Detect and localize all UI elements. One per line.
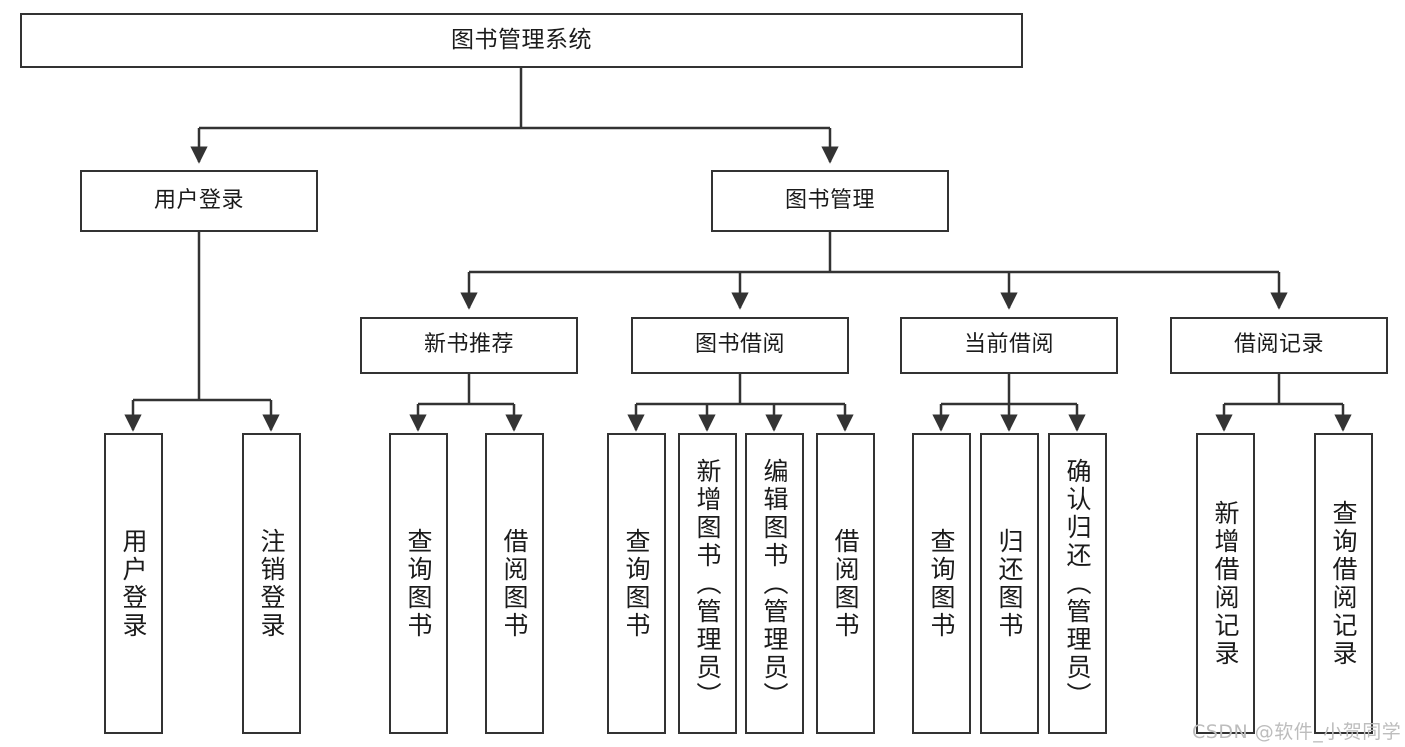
node-new-book-recommend[interactable]: 新书推荐 xyxy=(360,317,578,374)
leaf-user-login-label: 用户登录 xyxy=(119,527,148,640)
node-new-book-recommend-label: 新书推荐 xyxy=(423,332,514,358)
node-book-manage-label: 图书管理 xyxy=(784,187,875,213)
node-book-borrow[interactable]: 图书借阅 xyxy=(631,317,849,374)
leaf-bb-query-book[interactable]: 查询图书 xyxy=(607,433,666,734)
leaf-logout-label: 注销登录 xyxy=(257,527,286,640)
leaf-cb-query-book-label: 查询图书 xyxy=(927,527,956,640)
leaf-bb-edit-book[interactable]: 编辑图书（管理员） xyxy=(745,433,804,734)
node-current-borrow[interactable]: 当前借阅 xyxy=(900,317,1118,374)
leaf-cb-confirm-return[interactable]: 确认归还（管理员） xyxy=(1048,433,1107,734)
node-borrow-record[interactable]: 借阅记录 xyxy=(1170,317,1388,374)
csdn-watermark: CSDN @软件_小贺同学 xyxy=(1192,721,1402,743)
node-user-login-label: 用户登录 xyxy=(153,187,244,213)
leaf-nb-query-book-label: 查询图书 xyxy=(404,527,433,640)
leaf-bb-borrow-book-label: 借阅图书 xyxy=(831,527,860,640)
leaf-cb-query-book[interactable]: 查询图书 xyxy=(912,433,971,734)
leaf-bb-add-book[interactable]: 新增图书（管理员） xyxy=(678,433,737,734)
leaf-nb-borrow-book[interactable]: 借阅图书 xyxy=(485,433,544,734)
leaf-br-query-record-label: 查询借阅记录 xyxy=(1329,499,1358,668)
leaf-br-add-record[interactable]: 新增借阅记录 xyxy=(1196,433,1255,734)
leaf-bb-edit-book-label: 编辑图书（管理员） xyxy=(760,457,789,710)
node-root[interactable]: 图书管理系统 xyxy=(20,13,1023,68)
node-user-login[interactable]: 用户登录 xyxy=(80,170,318,232)
node-book-borrow-label: 图书借阅 xyxy=(694,332,785,358)
leaf-nb-borrow-book-label: 借阅图书 xyxy=(500,527,529,640)
leaf-bb-borrow-book[interactable]: 借阅图书 xyxy=(816,433,875,734)
leaf-br-query-record[interactable]: 查询借阅记录 xyxy=(1314,433,1373,734)
node-borrow-record-label: 借阅记录 xyxy=(1233,332,1324,358)
leaf-cb-confirm-return-label: 确认归还（管理员） xyxy=(1063,457,1092,710)
leaf-logout[interactable]: 注销登录 xyxy=(242,433,301,734)
leaf-br-add-record-label: 新增借阅记录 xyxy=(1211,499,1240,668)
leaf-bb-query-book-label: 查询图书 xyxy=(622,527,651,640)
node-book-manage[interactable]: 图书管理 xyxy=(711,170,949,232)
leaf-cb-return-book[interactable]: 归还图书 xyxy=(980,433,1039,734)
node-current-borrow-label: 当前借阅 xyxy=(963,332,1054,358)
node-root-label: 图书管理系统 xyxy=(451,26,592,53)
leaf-nb-query-book[interactable]: 查询图书 xyxy=(389,433,448,734)
leaf-bb-add-book-label: 新增图书（管理员） xyxy=(693,457,722,710)
leaf-cb-return-book-label: 归还图书 xyxy=(995,527,1024,640)
leaf-user-login[interactable]: 用户登录 xyxy=(104,433,163,734)
